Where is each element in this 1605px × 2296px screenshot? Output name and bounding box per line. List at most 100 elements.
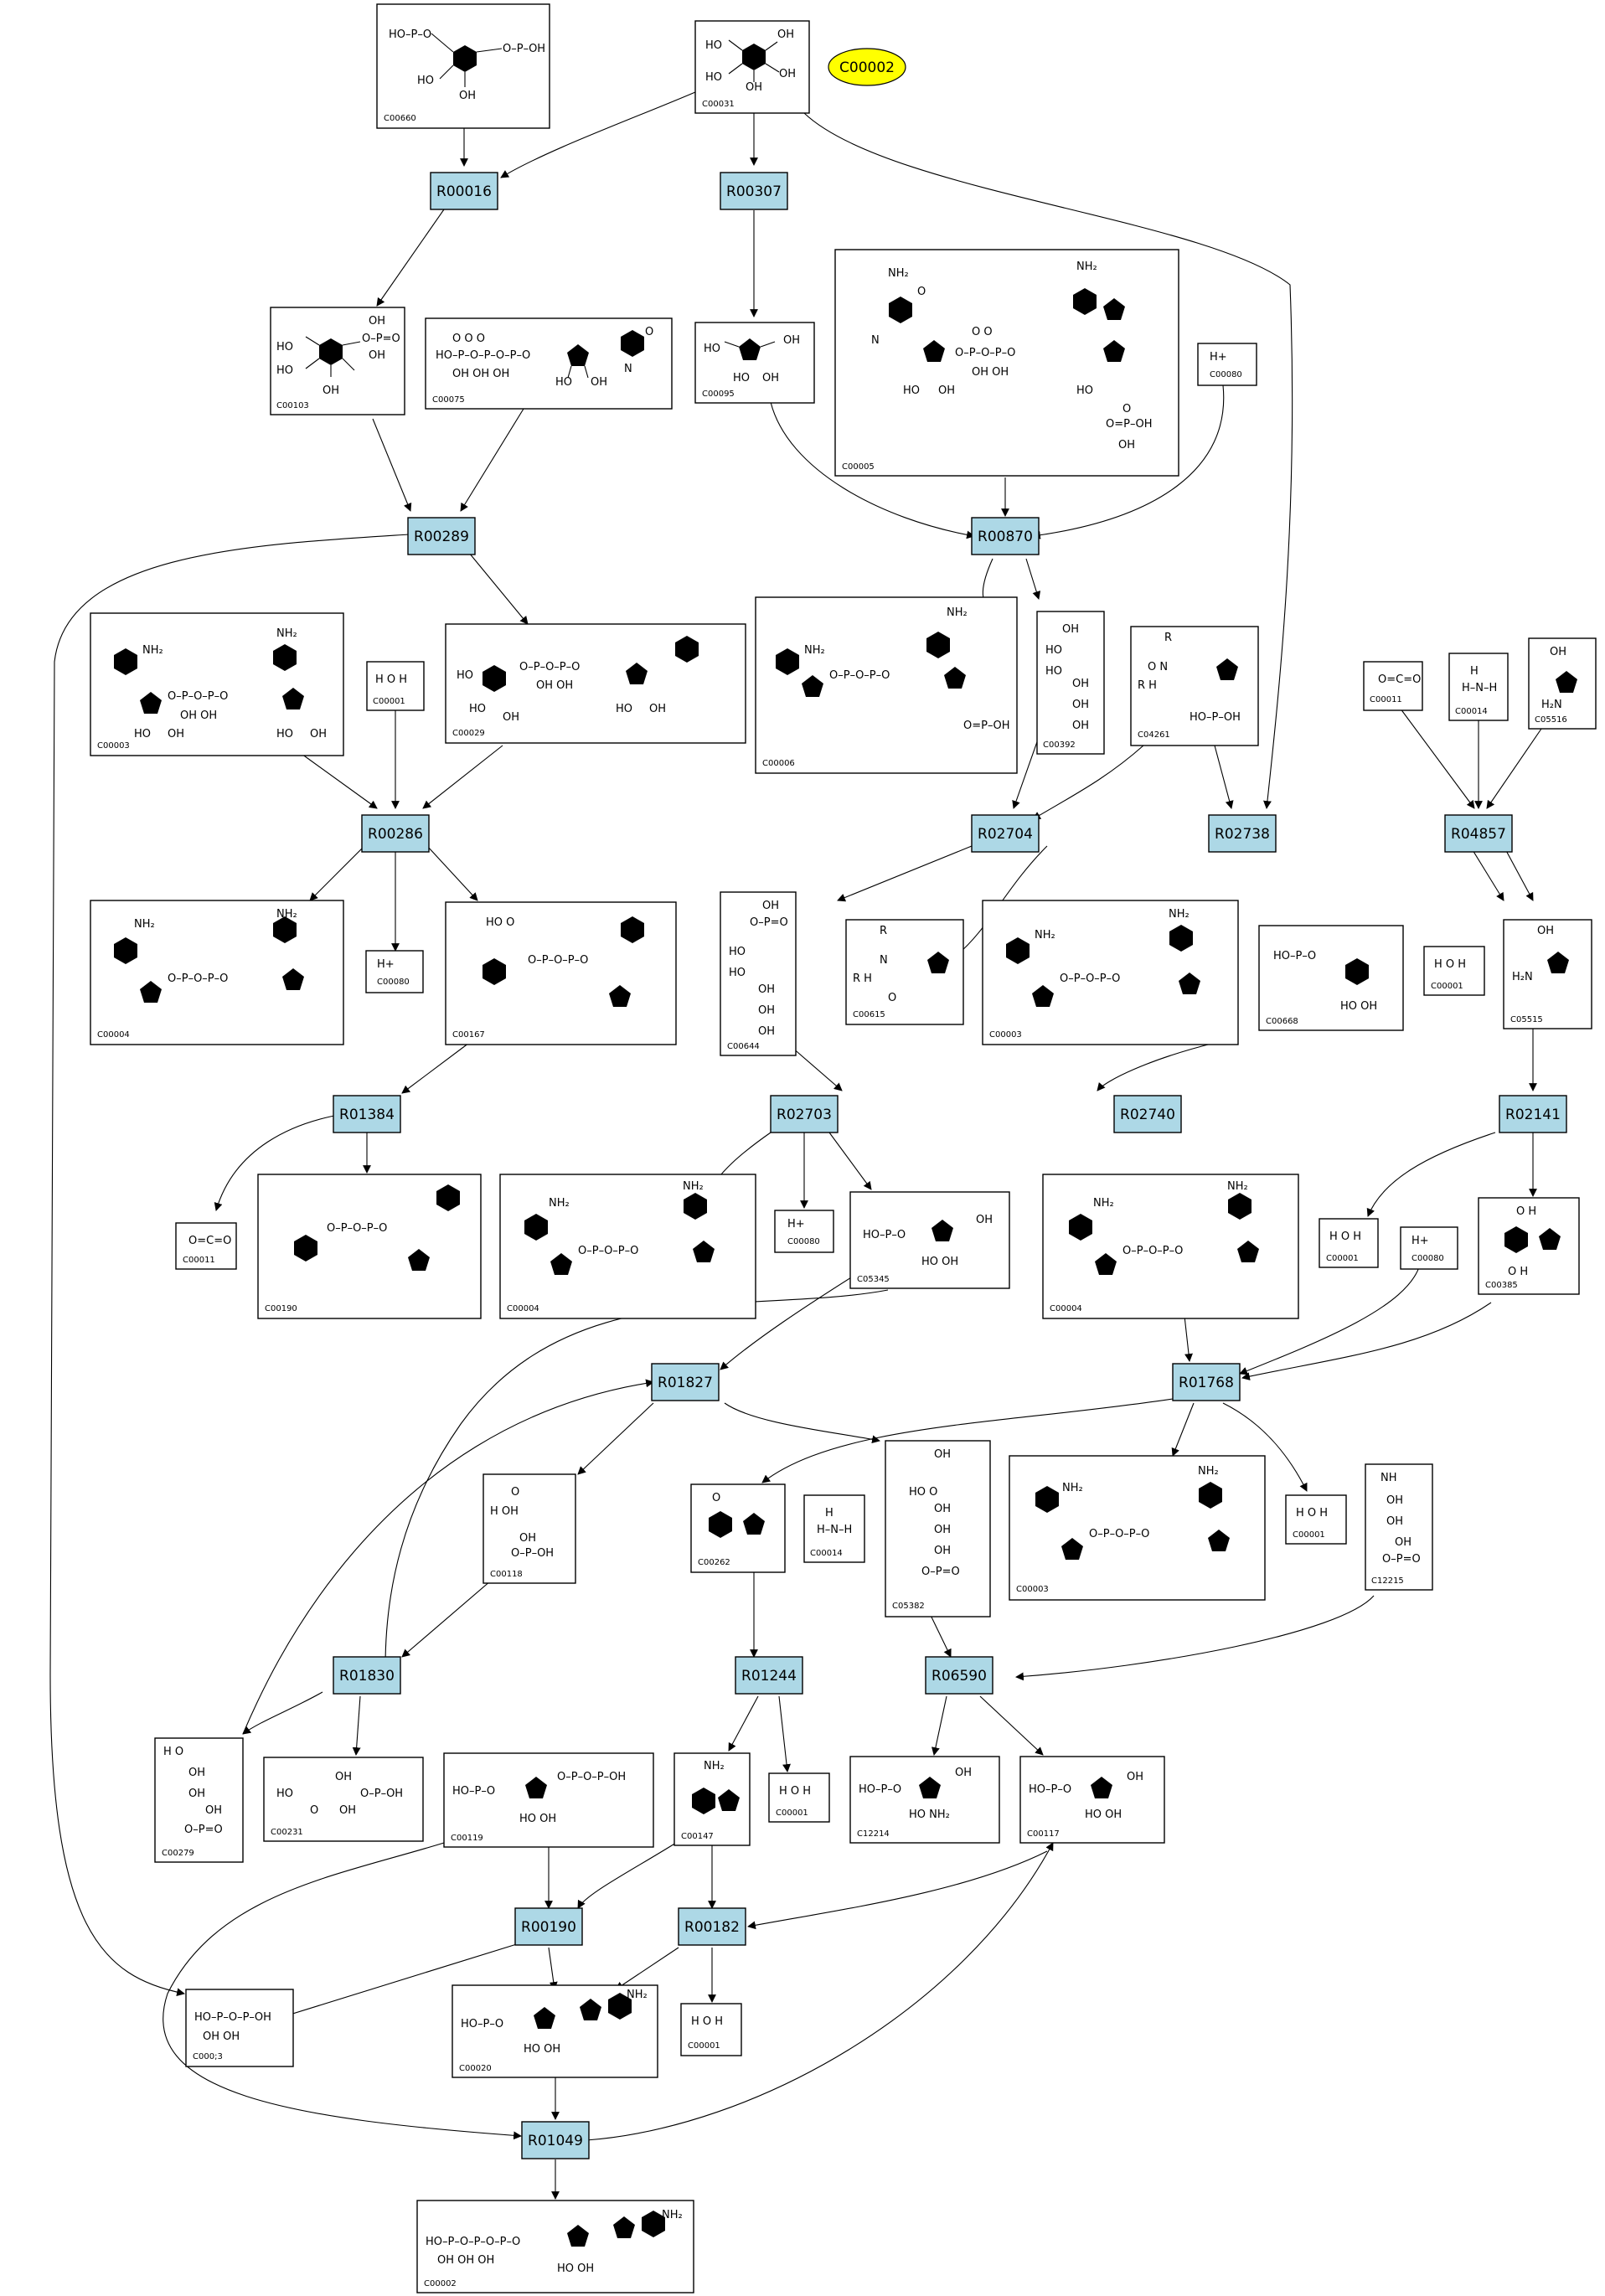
compound-id: C00385	[1485, 1281, 1518, 1290]
reaction-node-r00307[interactable]: R00307	[720, 172, 788, 210]
reaction-box[interactable]	[735, 1656, 803, 1695]
svg-text:H–N–H: H–N–H	[817, 1524, 852, 1536]
reaction-node-r01830[interactable]: R01830	[333, 1656, 401, 1695]
reaction-box[interactable]	[651, 1363, 720, 1401]
reaction-box[interactable]	[1208, 814, 1277, 853]
reaction-box[interactable]	[361, 814, 430, 853]
compound-c04261[interactable]: R O NR H HO–P–OH C04261	[1130, 626, 1259, 746]
compound-c00001f[interactable]: H O H C00001	[680, 2003, 742, 2056]
reaction-node-r00182[interactable]: R00182	[678, 1907, 746, 1946]
compound-c00385[interactable]: O H O H C00385	[1478, 1197, 1580, 1295]
compound-c00014a[interactable]: HH–N–H C00014	[1448, 653, 1509, 721]
svg-text:NH₂: NH₂	[142, 644, 163, 657]
reaction-node-r00870[interactable]: R00870	[971, 517, 1040, 555]
svg-text:OH: OH	[1062, 623, 1079, 636]
reaction-box[interactable]	[514, 1907, 583, 1946]
reaction-node-r06590[interactable]: R06590	[925, 1656, 993, 1695]
reaction-box[interactable]	[925, 1656, 993, 1695]
reaction-node-r04857[interactable]: R04857	[1444, 814, 1513, 853]
reaction-node-r00289[interactable]: R00289	[407, 517, 476, 555]
compound-c00231[interactable]: HOO OHO–P–OH OH C00231	[263, 1757, 424, 1842]
compound-c00660[interactable]: HO–P–O O–P–OH OH HO C00660	[376, 3, 550, 129]
compound-c00118[interactable]: O H OH OH O–P–OH C00118	[483, 1473, 576, 1584]
compound-c00615[interactable]: R NR H O C00615	[845, 919, 964, 1025]
compound-c05515[interactable]: OH H₂N C05515	[1503, 919, 1592, 1029]
compound-c00001b[interactable]: H O H C00001	[1423, 946, 1485, 996]
reaction-box[interactable]	[1172, 1363, 1241, 1401]
compound-c00020[interactable]: HO–P–O NH₂ HO OH C00020	[452, 1984, 658, 2078]
reaction-box[interactable]	[430, 172, 498, 210]
reaction-node-r01768[interactable]: R01768	[1172, 1363, 1241, 1401]
compound-c00014b[interactable]: HH–N–H C00014	[803, 1494, 865, 1563]
compound-c00004b[interactable]: NH₂ O–P–O–P–O NH₂ C00004	[499, 1174, 756, 1319]
reaction-box[interactable]	[521, 2121, 590, 2159]
svg-text:OH: OH	[1072, 720, 1089, 732]
svg-text:H O H: H O H	[1329, 1231, 1361, 1243]
reaction-node-r02740[interactable]: R02740	[1113, 1095, 1182, 1133]
reaction-node-r01827[interactable]: R01827	[651, 1363, 720, 1401]
compound-c00119[interactable]: HO–P–O O–P–O–P–OH HO OH C00119	[443, 1752, 654, 1848]
reaction-box[interactable]	[333, 1095, 401, 1133]
reaction-node-r01244[interactable]: R01244	[735, 1656, 803, 1695]
svg-text:O H: O H	[1508, 1266, 1528, 1278]
compound-c00003b[interactable]: NH₂ O–P–O–P–O NH₂ C00003	[982, 900, 1239, 1045]
compound-c12214[interactable]: HO–P–O OH HO NH₂ C12214	[849, 1756, 1000, 1844]
compound-c00147[interactable]: NH₂ C00147	[673, 1752, 751, 1846]
compound-c00262[interactable]: O C00262	[690, 1483, 786, 1573]
compound-c00006[interactable]: NH₂ O–P–O–P–O NH₂ O=P–OH C00006	[755, 596, 1018, 774]
compound-c00011b[interactable]: O=C=O C00011	[175, 1222, 237, 1270]
compound-c00117[interactable]: HO–P–O OH HO OH C00117	[1019, 1756, 1165, 1844]
reaction-box[interactable]	[770, 1095, 839, 1133]
reaction-box[interactable]	[1113, 1095, 1182, 1133]
compound-c05345[interactable]: HO–P–O OH HO OH C05345	[849, 1191, 1010, 1289]
reaction-node-r00286[interactable]: R00286	[361, 814, 430, 853]
compound-c00004a[interactable]: NH₂ O–P–O–P–O NH₂ C00004	[90, 900, 344, 1045]
compound-c00001c[interactable]: H O H C00001	[1319, 1218, 1379, 1268]
compound-c00080a[interactable]: H+ C00080	[1197, 343, 1257, 386]
reaction-box[interactable]	[678, 1907, 746, 1946]
compound-c00003c[interactable]: NH₂ O–P–O–P–O NH₂ C00003	[1009, 1455, 1266, 1601]
reaction-node-r01384[interactable]: R01384	[333, 1095, 401, 1133]
compound-c00002[interactable]: HO–P–O–P–O–P–O OH OH OH NH₂ HO OH C00002	[416, 2200, 694, 2293]
reaction-node-r02738[interactable]: R02738	[1208, 814, 1277, 853]
reaction-node-r02703[interactable]: R02703	[770, 1095, 839, 1133]
reaction-box[interactable]	[407, 517, 476, 555]
compound-c00190[interactable]: O–P–O–P–O C00190	[257, 1174, 482, 1319]
reaction-node-r02704[interactable]: R02704	[971, 814, 1040, 853]
compound-c00013[interactable]: HO–P–O–P–OH OH OH C000;3	[185, 1989, 294, 2067]
compound-c00167[interactable]: HO O O–P–O–P–O C00167	[445, 901, 677, 1045]
reaction-box[interactable]	[333, 1656, 401, 1695]
compound-c00080d[interactable]: H+ C00080	[1400, 1226, 1458, 1270]
reaction-node-r00190[interactable]: R00190	[514, 1907, 583, 1946]
compound-c00001d[interactable]: H O H C00001	[1285, 1494, 1347, 1545]
reaction-node-r00016[interactable]: R00016	[430, 172, 498, 210]
reaction-box[interactable]	[1499, 1095, 1567, 1133]
reaction-node-r02141[interactable]: R02141	[1499, 1095, 1567, 1133]
compound-c00004c[interactable]: NH₂ O–P–O–P–O NH₂ C00004	[1042, 1174, 1299, 1319]
compound-c00668[interactable]: HO–P–O HO OH C00668	[1258, 925, 1404, 1031]
compound-c00001a[interactable]: H O H C00001	[366, 661, 425, 711]
compound-c00011a[interactable]: O=C=O C00011	[1363, 661, 1423, 711]
reaction-box[interactable]	[971, 814, 1040, 853]
reaction-box[interactable]	[971, 517, 1040, 555]
reaction-box[interactable]	[1444, 814, 1513, 853]
compound-c00080c[interactable]: H+ C00080	[774, 1210, 834, 1253]
reaction-node-r01049[interactable]: R01049	[521, 2121, 590, 2159]
compound-c00001e[interactable]: H O H C00001	[768, 1772, 830, 1823]
compound-c00080b[interactable]: H+ C00080	[365, 950, 424, 993]
reaction-box[interactable]	[720, 172, 788, 210]
compound-c05516[interactable]: OH H₂N C05516	[1528, 637, 1597, 730]
